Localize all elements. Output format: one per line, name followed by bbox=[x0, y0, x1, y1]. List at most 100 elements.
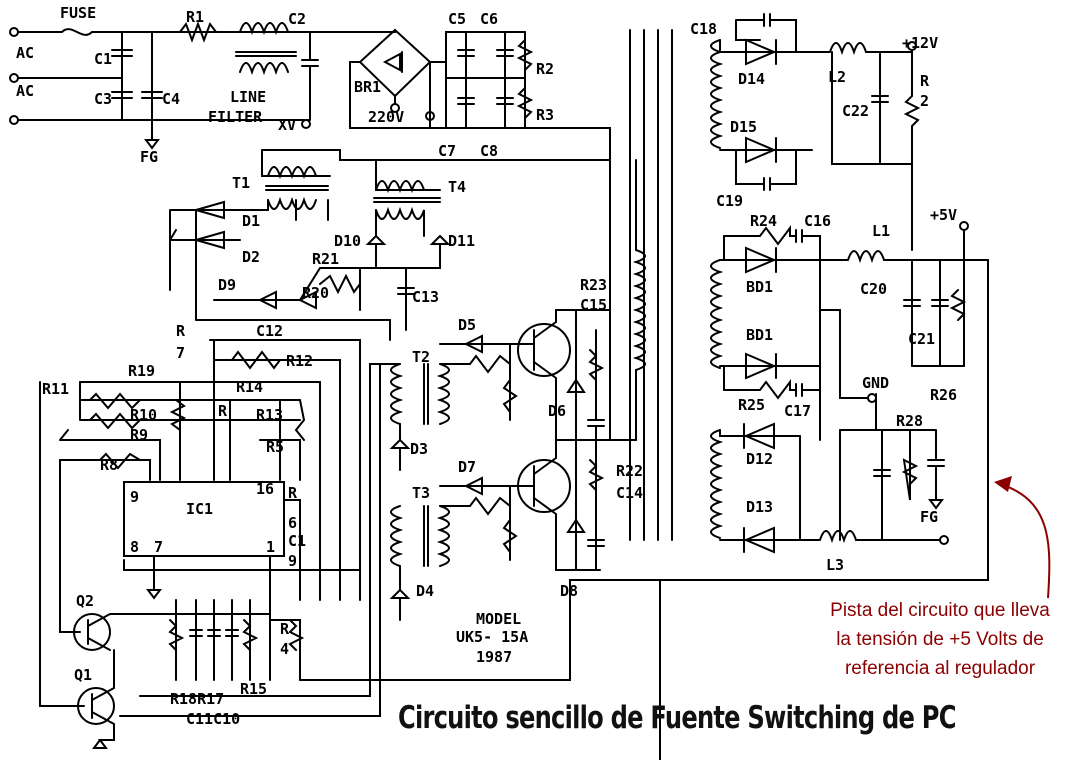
label-bd1-a: BD1 bbox=[746, 278, 773, 296]
label-r4-b: 4 bbox=[280, 640, 289, 658]
label-d4: D4 bbox=[416, 582, 434, 600]
label-c5: C5 bbox=[448, 10, 466, 28]
label-ac-1: AC bbox=[16, 44, 34, 62]
label-c4: C4 bbox=[162, 90, 180, 108]
label-r13: R13 bbox=[256, 406, 283, 424]
label-r24: R24 bbox=[750, 212, 777, 230]
label-ac-2: AC bbox=[16, 82, 34, 100]
label-r2: R2 bbox=[536, 60, 554, 78]
annotation-line-2: la tensión de +5 Volts de bbox=[836, 629, 1044, 650]
label-pin-16: 16 bbox=[256, 480, 274, 498]
label-line: LINE bbox=[230, 88, 266, 106]
label-r12: R12 bbox=[286, 352, 313, 370]
label-r2b-a: R bbox=[920, 72, 930, 90]
label-c16: C16 bbox=[804, 212, 831, 230]
label-pin-1: 1 bbox=[266, 538, 275, 556]
label-r23: R23 bbox=[580, 276, 607, 294]
label-c17: C17 bbox=[784, 402, 811, 420]
label-220v: 220V bbox=[368, 108, 404, 126]
label-pin-r: R bbox=[288, 484, 298, 502]
label-d10: D10 bbox=[334, 232, 361, 250]
label-r9: R9 bbox=[130, 426, 148, 444]
label-d3: D3 bbox=[410, 440, 428, 458]
label-r20: R20 bbox=[302, 284, 329, 302]
label-5v: +5V bbox=[930, 206, 957, 224]
wiring bbox=[9, 13, 989, 760]
label-br1: BR1 bbox=[354, 78, 381, 96]
component-labels: FUSE AC AC C1 C2 C3 C4 R1 FG LINE FILTER… bbox=[16, 4, 957, 728]
label-d15: D15 bbox=[730, 118, 757, 136]
label-filter: FILTER bbox=[208, 108, 263, 126]
label-c11-c10: C11C10 bbox=[186, 710, 240, 728]
label-c22: C22 bbox=[842, 102, 869, 120]
label-c15: C15 bbox=[580, 296, 607, 314]
label-l3: L3 bbox=[826, 556, 844, 574]
label-q2: Q2 bbox=[76, 592, 94, 610]
label-fuse: FUSE bbox=[60, 4, 96, 22]
label-d9: D9 bbox=[218, 276, 236, 294]
label-r7-a: R bbox=[176, 322, 186, 340]
label-model: MODEL bbox=[476, 610, 521, 628]
label-gnd: GND bbox=[862, 374, 889, 392]
label-pin-9: 9 bbox=[130, 488, 139, 506]
label-r4-a: R bbox=[280, 620, 290, 638]
label-fg-right: FG bbox=[920, 508, 938, 526]
label-r11: R11 bbox=[42, 380, 69, 398]
label-c3: C3 bbox=[94, 90, 112, 108]
label-12v: +12V bbox=[902, 34, 938, 52]
label-d8: D8 bbox=[560, 582, 578, 600]
label-c7: C7 bbox=[438, 142, 456, 160]
label-d6: D6 bbox=[548, 402, 566, 420]
label-r19: R19 bbox=[128, 362, 155, 380]
label-c2: C2 bbox=[288, 10, 306, 28]
label-r25: R25 bbox=[738, 396, 765, 414]
label-t3: T3 bbox=[412, 484, 430, 502]
label-r10: R10 bbox=[130, 406, 157, 424]
label-r28: R28 bbox=[896, 412, 923, 430]
label-d12: D12 bbox=[746, 450, 773, 468]
label-c8: C8 bbox=[480, 142, 498, 160]
label-t2: T2 bbox=[412, 348, 430, 366]
label-q1: Q1 bbox=[74, 666, 92, 684]
label-l1: L1 bbox=[872, 222, 890, 240]
label-c20: C20 bbox=[860, 280, 887, 298]
label-pin-9b: 9 bbox=[288, 552, 297, 570]
label-t1: T1 bbox=[232, 174, 250, 192]
label-d1: D1 bbox=[242, 212, 260, 230]
annotation-note: Pista del circuito que lleva la tensión … bbox=[790, 596, 1074, 683]
label-r1: R1 bbox=[186, 8, 204, 26]
annotation-line-3: referencia al regulador bbox=[844, 658, 1036, 679]
label-year: 1987 bbox=[476, 648, 512, 666]
label-r22: R22 bbox=[616, 462, 643, 480]
label-r18-r17: R18R17 bbox=[170, 690, 224, 708]
label-pin-c1: C1 bbox=[288, 532, 306, 550]
annotation-arrow bbox=[999, 483, 1051, 599]
label-r15: R15 bbox=[240, 680, 267, 698]
label-r2b-b: 2 bbox=[920, 92, 929, 110]
label-ic1: IC1 bbox=[186, 500, 213, 518]
label-r5: R5 bbox=[266, 438, 284, 456]
label-r8: R8 bbox=[100, 456, 118, 474]
label-d5: D5 bbox=[458, 316, 476, 334]
label-t4: T4 bbox=[448, 178, 466, 196]
label-xv: XV bbox=[278, 116, 296, 134]
label-d14: D14 bbox=[738, 70, 765, 88]
label-r21: R21 bbox=[312, 250, 339, 268]
label-r6: R bbox=[218, 402, 228, 420]
label-bd1-b: BD1 bbox=[746, 326, 773, 344]
label-d13: D13 bbox=[746, 498, 773, 516]
label-model-number: UK5- 15A bbox=[456, 628, 528, 646]
label-d2: D2 bbox=[242, 248, 260, 266]
label-c13: C13 bbox=[412, 288, 439, 306]
label-c21: C21 bbox=[908, 330, 935, 348]
label-c1: C1 bbox=[94, 50, 112, 68]
label-c12: C12 bbox=[256, 322, 283, 340]
label-r26: R26 bbox=[930, 386, 957, 404]
label-d7: D7 bbox=[458, 458, 476, 476]
label-fg-top: FG bbox=[140, 148, 158, 166]
label-c18: C18 bbox=[690, 20, 717, 38]
diagram-title: Circuito sencillo de Fuente Switching de… bbox=[398, 700, 956, 736]
label-c19: C19 bbox=[716, 192, 743, 210]
label-l2: L2 bbox=[828, 68, 846, 86]
